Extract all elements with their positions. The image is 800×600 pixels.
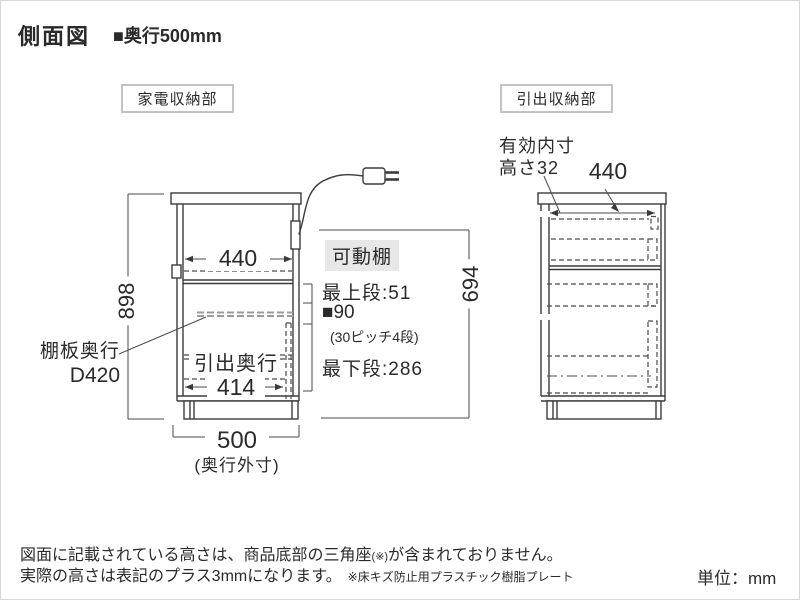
footer-note-2-ref: ※床キズ防止用プラスチック樹脂プレート	[347, 570, 574, 584]
power-plug-icon	[298, 167, 399, 235]
shelf-depth-label: 棚板奥行 D420	[31, 340, 120, 388]
shelf-bottom-position-label: 最下段:286	[322, 359, 423, 380]
footer-note-1-text: 図面に記載されている高さは、商品底部の三角座	[20, 547, 372, 564]
dimension-drawer-inner-width-440: 440	[582, 159, 634, 184]
shelf-pitch-label: ■90	[322, 302, 355, 323]
drawer-section-label: 引出収納部	[516, 91, 597, 108]
dimension-drawer-depth-414: 414	[207, 375, 265, 400]
dimension-outer-depth-500: 500	[205, 428, 269, 453]
footer-note-2-text: 実際の高さは表記のプラス3mmになります。	[20, 568, 342, 585]
shelf-depth-label-line2: D420	[69, 364, 120, 387]
footer-note-2: 実際の高さは表記のプラス3mmになります。 ※床キズ防止用プラスチック樹脂プレート	[20, 567, 573, 587]
page-title: 側面図	[18, 24, 91, 49]
appliance-section-label-box: 家電収納部	[121, 84, 234, 113]
dimension-shelf-width-440: 440	[206, 246, 270, 271]
dimension-inner-height-694: 694	[458, 259, 484, 309]
shelf-position-bracket	[303, 283, 313, 392]
footer-note-1-ref: (※)	[371, 551, 389, 563]
drawer-cabinet-drawing	[537, 175, 667, 420]
drawer-section-label-box: 引出収納部	[500, 84, 613, 113]
dimension-overall-height-898: 898	[114, 276, 140, 326]
depth-spec-label: ■奥行500mm	[113, 26, 222, 46]
footer-note-1: 図面に記載されている高さは、商品底部の三角座(※)が含まれておりません。	[20, 546, 563, 567]
movable-shelf-badge: 可動棚	[325, 240, 400, 271]
outer-depth-note: (奥行外寸)	[194, 456, 280, 475]
shelf-top-position-label: 最上段:51	[322, 283, 412, 304]
effective-inner-label-line2: 高さ32	[499, 158, 560, 178]
shelf-pitch-detail-label: (30ピッチ4段)	[330, 329, 419, 345]
appliance-section-label: 家電収納部	[137, 91, 218, 108]
effective-inner-label-line1: 有効内寸	[499, 136, 575, 156]
drawer-depth-label: 引出奥行	[192, 347, 280, 376]
unit-label: 単位：mm	[697, 569, 777, 588]
footer-note-1-end: が含まれておりません。	[388, 547, 563, 564]
shelf-depth-label-line1: 棚板奥行	[39, 341, 120, 362]
